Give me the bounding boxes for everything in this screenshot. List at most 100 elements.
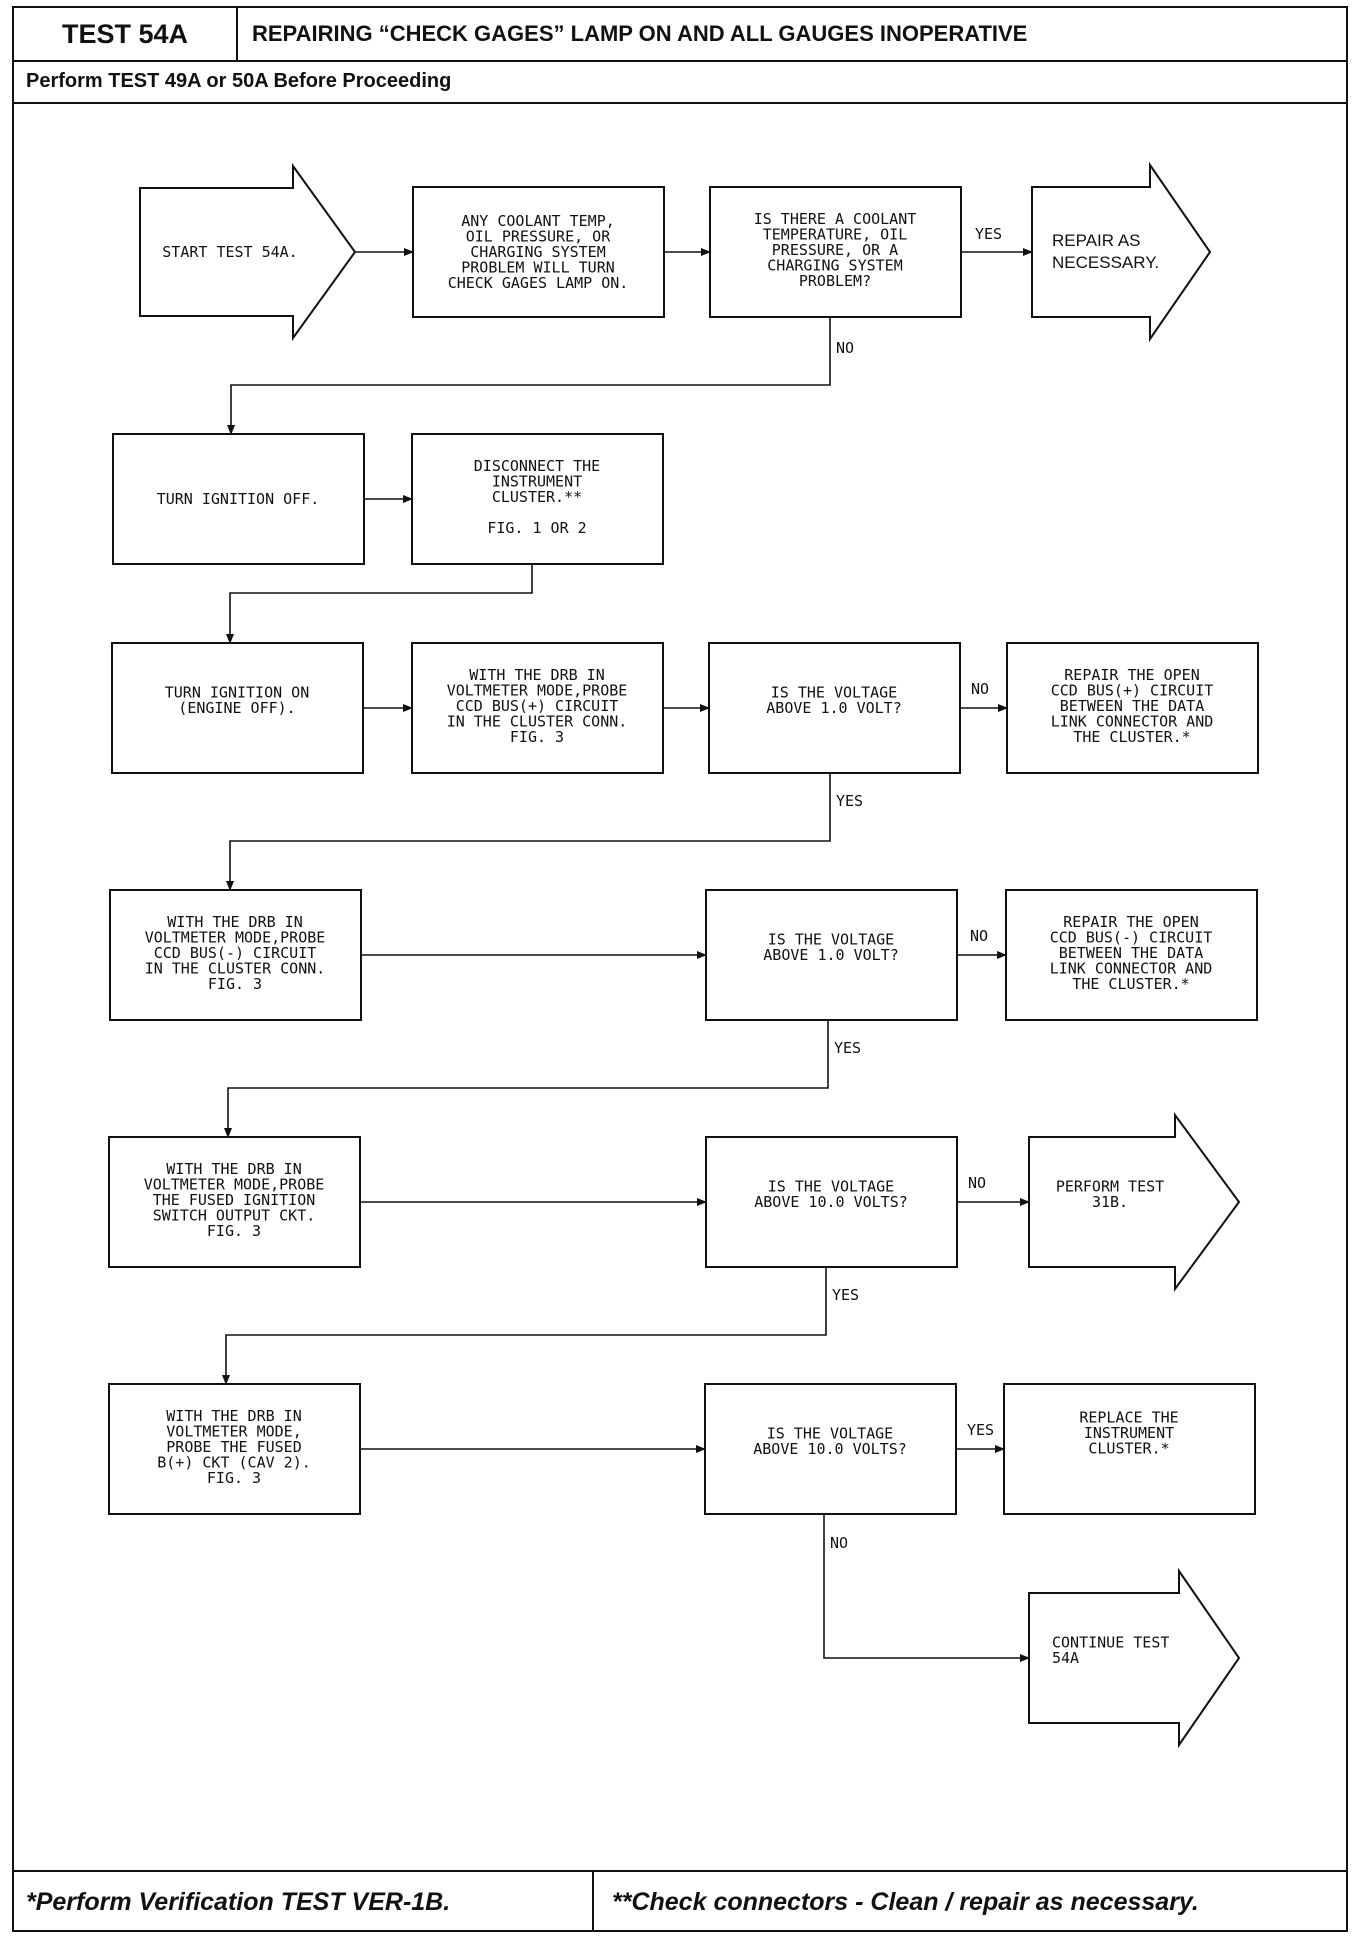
repair-bus-plus-text-line: CCD BUS(+) CIRCUIT <box>1051 682 1214 700</box>
ignition-on-text-line: TURN IGNITION ON <box>165 683 310 701</box>
test-title: REPAIRING “CHECK GAGES” LAMP ON AND ALL … <box>252 21 1028 46</box>
coolant-question-text-line: IS THERE A COOLANT <box>754 210 917 228</box>
label-yes-3: YES <box>836 792 863 810</box>
probe-bus-minus-text-line: CCD BUS(-) CIRCUIT <box>154 944 317 962</box>
repair-bus-minus-text-line: THE CLUSTER.* <box>1072 975 1189 993</box>
probe-bus-plus-text-line: WITH THE DRB IN <box>469 666 604 684</box>
label-no-5: NO <box>968 1174 986 1192</box>
connector-no-to-ignition-off <box>227 317 831 435</box>
bus-plus-question-text-line: IS THE VOLTAGE <box>771 683 897 701</box>
footnote-connectors: **Check connectors - Clean / repair as n… <box>612 1887 1199 1916</box>
disconnect-cluster-box <box>411 433 664 565</box>
coolant-question-box <box>709 186 962 318</box>
any-problem-note-box <box>412 186 665 318</box>
repair-bus-plus-text-line: REPAIR THE OPEN <box>1064 666 1199 684</box>
connector-disconnect-to-ignition-on <box>226 564 533 644</box>
repair-bus-minus-text-line: REPAIR THE OPEN <box>1063 913 1198 931</box>
continue-54a-text-line: CONTINUE TEST <box>1052 1633 1169 1651</box>
probe-bus-plus-box <box>411 642 664 774</box>
probe-fused-b-text-line: WITH THE DRB IN <box>166 1407 301 1425</box>
perform-31b-text-line: 31B. <box>1092 1193 1128 1211</box>
fused-ign-question-box <box>705 1136 958 1268</box>
disconnect-cluster-text-line: FIG. 1 OR 2 <box>487 519 586 537</box>
prerequisite-note: Perform TEST 49A or 50A Before Proceedin… <box>14 60 1346 104</box>
any-problem-note-text-line: ANY COOLANT TEMP, <box>461 212 615 230</box>
perform-31b-text-line: PERFORM TEST <box>1056 1177 1164 1195</box>
connector-yes-to-probe-minus <box>226 773 831 891</box>
probe-fused-ign-box <box>108 1136 361 1268</box>
coolant-question-text-line: TEMPERATURE, OIL <box>763 226 908 244</box>
label-no-4: NO <box>970 927 988 945</box>
ignition-off-text-line: TURN IGNITION OFF. <box>157 490 320 508</box>
replace-cluster-box <box>1003 1383 1256 1515</box>
probe-fused-b-text-line: VOLTMETER MODE, <box>166 1423 301 1441</box>
connector-yes-to-fused-ign <box>224 1020 829 1138</box>
probe-fused-ign-text-line: WITH THE DRB IN <box>166 1160 301 1178</box>
probe-bus-minus-box <box>109 889 362 1021</box>
ignition-off-text: TURN IGNITION OFF. <box>157 490 320 508</box>
any-problem-note-text-line: PROBLEM WILL TURN <box>461 259 615 277</box>
disconnect-cluster-text-line: CLUSTER.** <box>492 488 582 506</box>
label-no-3: NO <box>971 680 989 698</box>
any-problem-note-text-line: CHECK GAGES LAMP ON. <box>448 274 629 292</box>
start-text: START TEST 54A. <box>162 243 297 261</box>
repair-bus-minus-text-line: CCD BUS(-) CIRCUIT <box>1050 929 1213 947</box>
probe-bus-plus-text-line: VOLTMETER MODE,PROBE <box>447 682 628 700</box>
disconnect-cluster-text-line: DISCONNECT THE <box>474 457 600 475</box>
ignition-on-text-line: (ENGINE OFF). <box>178 699 295 717</box>
fused-b-question-text-line: IS THE VOLTAGE <box>767 1424 893 1442</box>
any-problem-note-text-line: CHARGING SYSTEM <box>470 243 605 261</box>
probe-bus-minus-text-line: IN THE CLUSTER CONN. <box>145 960 326 978</box>
repair-bus-plus-text-line: THE CLUSTER.* <box>1073 728 1190 746</box>
replace-cluster-text-line: INSTRUMENT <box>1084 1424 1174 1442</box>
label-yes-4: YES <box>834 1039 861 1057</box>
perform-31b-arrow <box>1028 1111 1241 1293</box>
start-arrow <box>139 162 357 342</box>
header-row: TEST 54A REPAIRING “CHECK GAGES” LAMP ON… <box>14 8 1346 62</box>
repair-as-necessary-text-line: REPAIR AS <box>1052 231 1141 250</box>
ignition-on-text: TURN IGNITION ON(ENGINE OFF). <box>165 683 310 717</box>
footnote-verification: *Perform Verification TEST VER-1B. <box>14 1872 594 1932</box>
bus-plus-question-box <box>708 642 961 774</box>
footer-row: *Perform Verification TEST VER-1B. **Che… <box>14 1870 1346 1932</box>
fused-b-question-box <box>704 1383 957 1515</box>
coolant-question-text-line: PRESSURE, OR A <box>772 241 898 259</box>
disconnect-cluster-text-line: INSTRUMENT <box>492 473 582 491</box>
ignition-on-box <box>111 642 364 774</box>
probe-bus-minus-text-line: FIG. 3 <box>208 975 262 993</box>
repair-as-necessary-text-line: NECESSARY. <box>1052 253 1159 272</box>
repair-bus-plus-box <box>1006 642 1259 774</box>
probe-fused-ign-text-line: VOLTMETER MODE,PROBE <box>144 1176 325 1194</box>
probe-fused-b-text-line: FIG. 3 <box>207 1469 261 1487</box>
repair-as-necessary-text: REPAIR AS NECESSARY. <box>1052 231 1159 272</box>
continue-54a-arrow <box>1028 1567 1241 1749</box>
fused-ign-question-text-line: ABOVE 10.0 VOLTS? <box>754 1193 908 1211</box>
probe-bus-minus-text-line: WITH THE DRB IN <box>167 913 302 931</box>
label-yes-1: YES <box>975 225 1002 243</box>
coolant-question-text-line: CHARGING SYSTEM <box>767 257 902 275</box>
bus-plus-question-text-line: ABOVE 1.0 VOLT? <box>766 699 901 717</box>
probe-fused-ign-text-line: FIG. 3 <box>207 1222 261 1240</box>
any-problem-note-text-line: OIL PRESSURE, OR <box>466 228 611 246</box>
ignition-off-box <box>112 433 365 565</box>
probe-fused-b-box <box>108 1383 361 1515</box>
probe-bus-plus-text-line: IN THE CLUSTER CONN. <box>447 713 628 731</box>
label-yes-5: YES <box>832 1286 859 1304</box>
repair-bus-plus-text-line: LINK CONNECTOR AND <box>1051 713 1214 731</box>
fused-b-question-text-line: ABOVE 10.0 VOLTS? <box>753 1440 907 1458</box>
repair-as-necessary-arrow <box>1031 161 1212 343</box>
label-no-1: NO <box>836 339 854 357</box>
